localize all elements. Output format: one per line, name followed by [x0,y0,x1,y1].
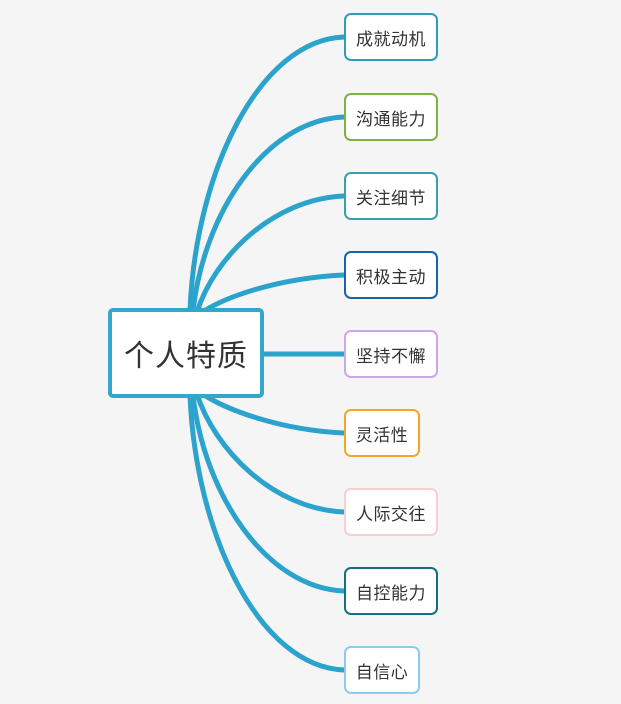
branch-node-label: 自控能力 [356,583,426,604]
connector-attention-to-detail [194,193,347,315]
connector-communication-ability [190,114,347,314]
branch-node-label: 关注细节 [356,188,426,209]
branch-node-flexibility[interactable]: 灵活性 [344,409,420,457]
branch-node-label: 沟通能力 [356,109,426,130]
branch-node-label: 坚持不懈 [356,346,426,367]
branch-node-achievement-motivation[interactable]: 成就动机 [344,13,438,61]
connector-self-confidence [187,393,347,673]
branch-node-attention-to-detail[interactable]: 关注细节 [344,172,438,220]
connector-proactiveness [198,272,347,316]
branch-node-self-control[interactable]: 自控能力 [344,567,438,615]
branch-node-perseverance[interactable]: 坚持不懈 [344,330,438,378]
connector-self-control [190,392,347,594]
branch-node-label: 积极主动 [356,267,426,288]
central-node-label: 个人特质 [124,339,248,374]
branch-node-interpersonal-relations[interactable]: 人际交往 [344,488,438,536]
branch-node-label: 成就动机 [356,29,426,50]
connector-interpersonal [194,391,347,515]
branch-node-self-confidence[interactable]: 自信心 [344,646,420,694]
branch-node-label: 自信心 [355,662,409,683]
branch-node-proactiveness[interactable]: 积极主动 [344,251,438,299]
branch-node-label: 灵活性 [355,425,409,446]
branch-node-label: 人际交往 [356,504,426,525]
central-node-personal-traits[interactable]: 个人特质 [108,308,264,398]
connector-achievement-motivation [187,34,347,313]
connector-flexibility [198,390,347,436]
branch-node-communication-ability[interactable]: 沟通能力 [344,93,438,141]
